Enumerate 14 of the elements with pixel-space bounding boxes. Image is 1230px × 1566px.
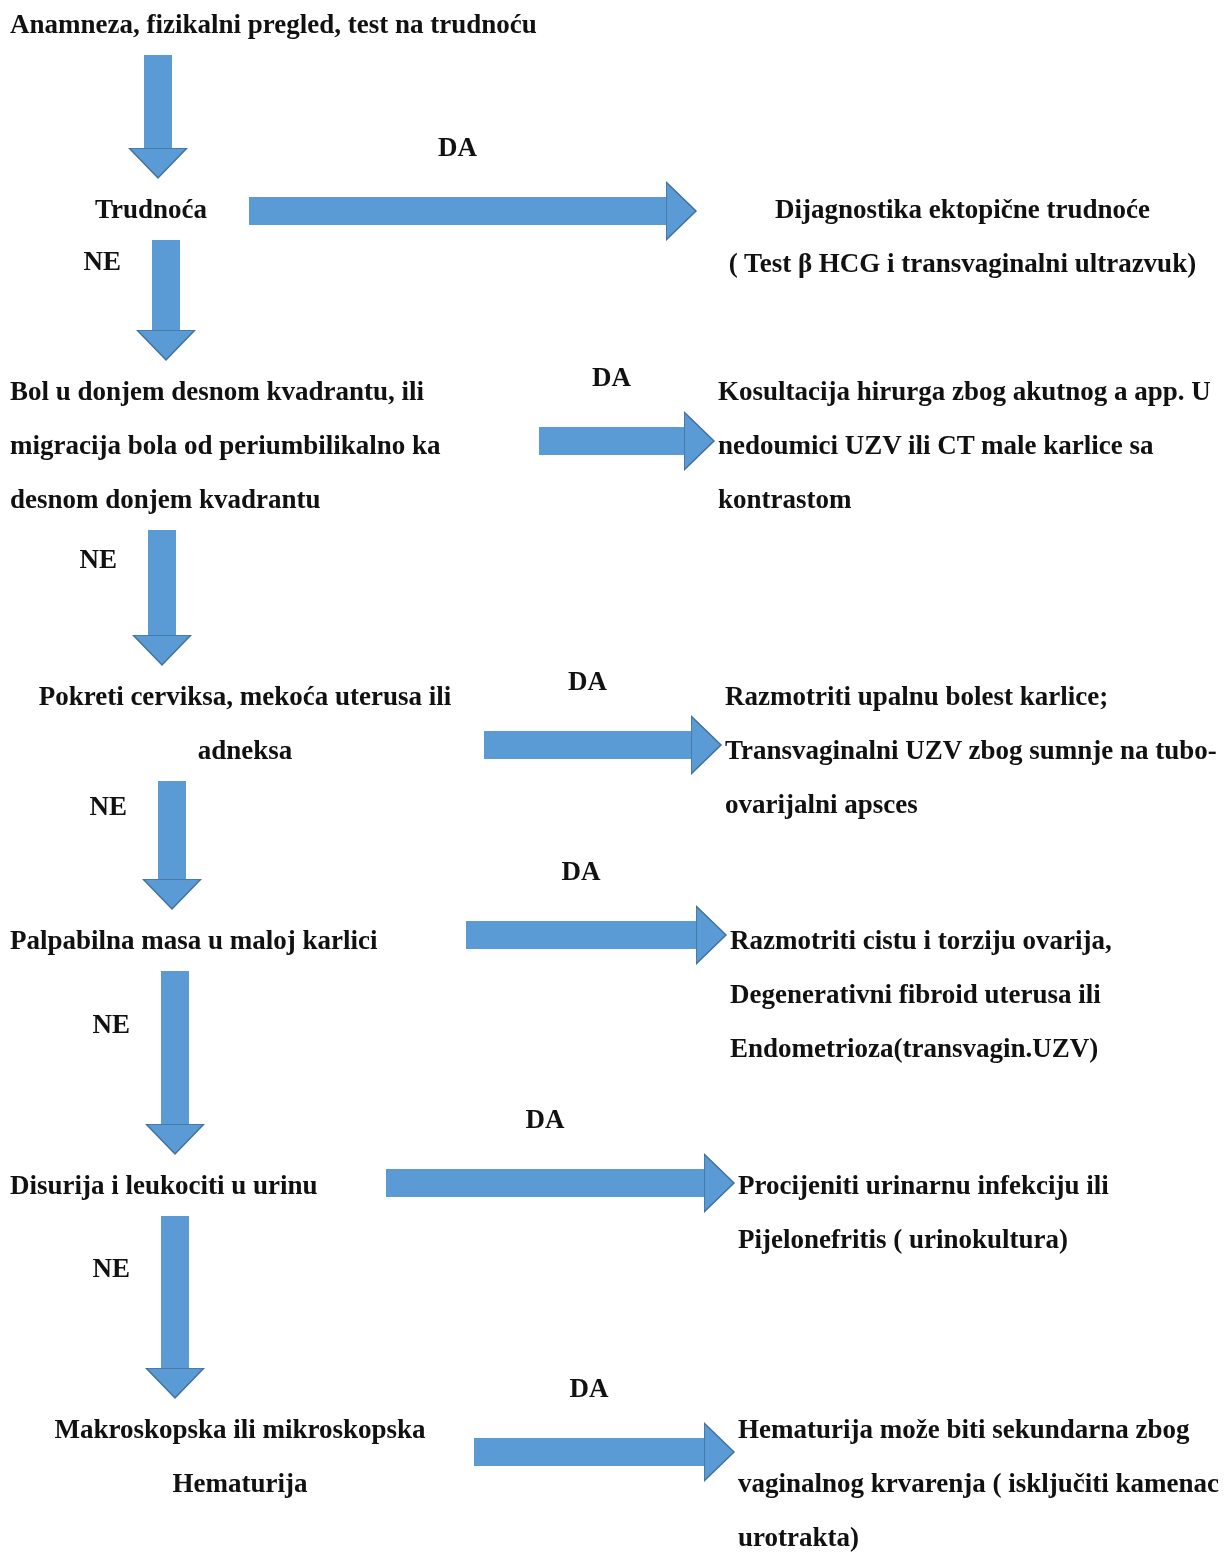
step-text: Kosultacija hirurga zbog akutnog a app. U nedoumici UZV ili CT male karlice sa kontrastom — [718, 375, 1212, 516]
step-text: Anamneza, fizikalni pregled, test na trudnoću — [10, 8, 538, 41]
step-text: Trudnoća — [95, 193, 209, 226]
step-text: Pokreti cerviksa, mekoća uterusa ili adneksa — [37, 680, 453, 767]
step-text: Palpabilna masa u maloj karlici — [10, 924, 379, 957]
step-text: Disurija i leukociti u urinu — [10, 1169, 319, 1202]
step-text: Bol u donjem desnom kvadrantu, ili migracija bola od periumbilikalno ka desnom donjem kvadrantu — [10, 375, 442, 516]
step-text: Dijagnostika ektopične trudnoće — [774, 193, 1151, 226]
step-text: Razmotriti cistu i torziju ovarija, Degenerativni fibroid uterusa ili Endometrioza(transvagin.UZV) — [730, 924, 1113, 1065]
step-text: Razmotriti upalnu bolest karlice; Transvaginalni UZV zbog sumnje na tubo-ovarijalni apsces — [725, 680, 1218, 821]
step-text: Makroskopska ili mikroskopska Hematurija — [53, 1413, 427, 1500]
step-text: Procijeniti urinarnu infekciju ili Pijelonefritis ( urinokultura) — [738, 1169, 1110, 1256]
step-text: Hematurija može biti sekundarna zbog vaginalnog krvarenja ( isključiti kamenac urotrakta) — [738, 1413, 1221, 1554]
step-text: ( Test β HCG i transvaginalni ultrazvuk) — [727, 247, 1198, 280]
